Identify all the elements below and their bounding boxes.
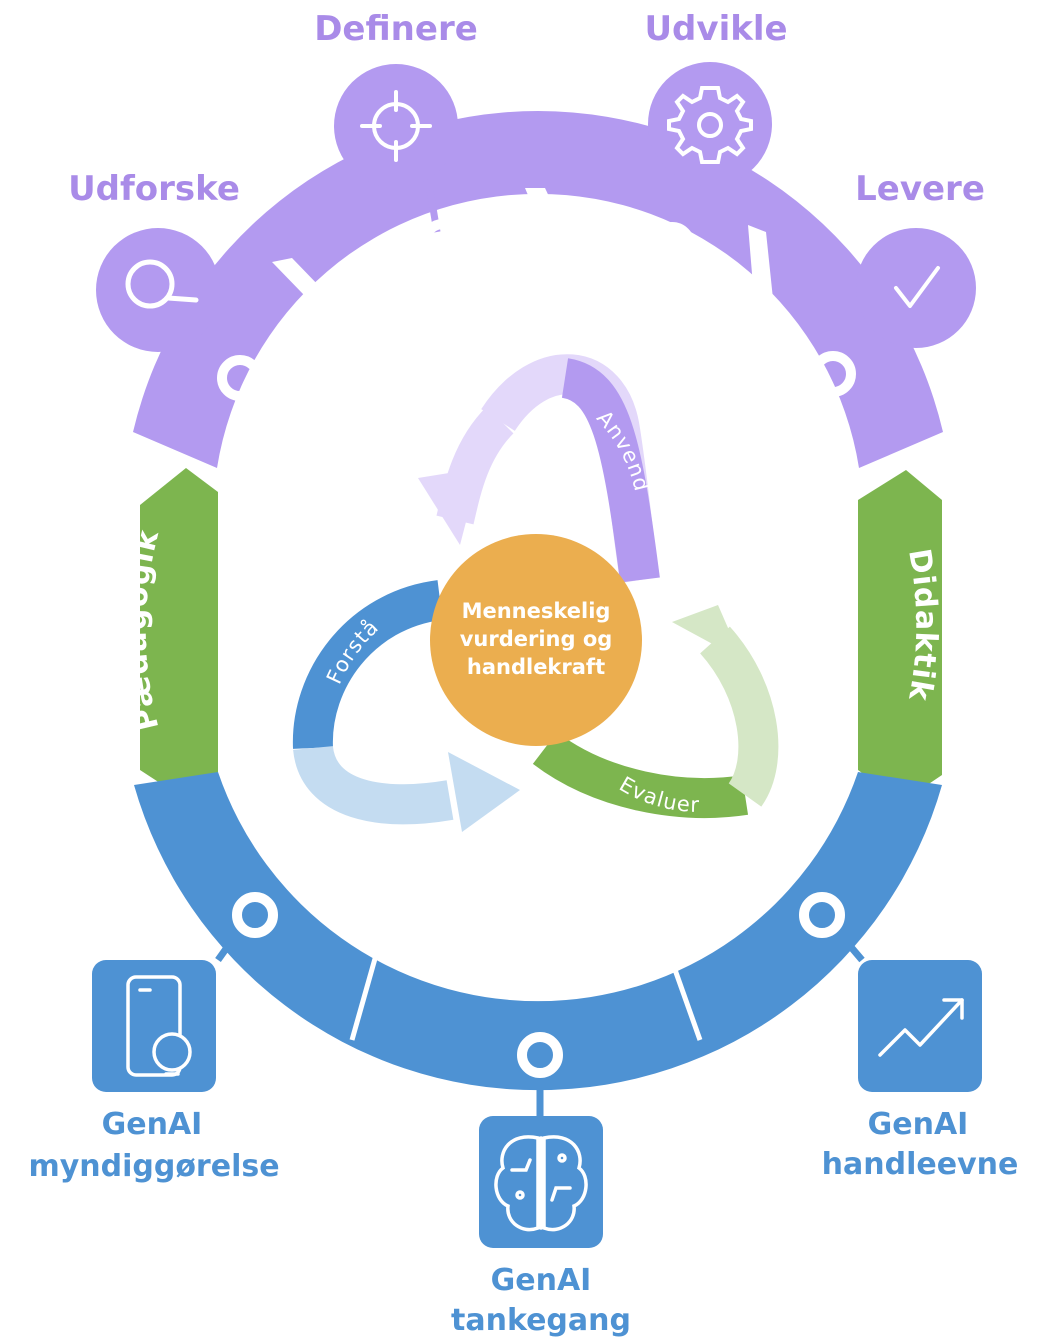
understand-arrow-tail [293, 744, 454, 825]
evaluate-arrow-tail [699, 626, 779, 807]
define-phase [334, 64, 458, 188]
apply-arrow-band [560, 358, 660, 583]
node-explore [202, 332, 263, 401]
agency-label-line1: GenAI [868, 1107, 969, 1142]
node-deliver [810, 335, 871, 397]
target-icon [360, 90, 432, 162]
node-develop [649, 197, 695, 268]
explore-label: Udforske [68, 169, 240, 209]
phase-icons [96, 62, 976, 352]
ring-segment-didactics [858, 470, 942, 802]
trend-up-icon [878, 998, 964, 1057]
ring-segment-pedagogy [140, 468, 218, 800]
evaluate-arrow-tip [672, 605, 742, 660]
define-label: Definere [314, 9, 478, 49]
evaluate-arrow-band [532, 731, 749, 818]
ring-segment-blue [134, 772, 942, 1091]
mindset-label-line2: tankegang [451, 1303, 631, 1338]
agency-label-line2: handleevne [822, 1147, 1019, 1182]
ring-chevrons [272, 188, 775, 328]
center-line1: Menneskelig [462, 599, 611, 623]
ring-segment-purple [133, 111, 943, 468]
node-mindset [517, 1032, 563, 1118]
mindset-label-line1: GenAI [491, 1263, 592, 1298]
competency-icons [92, 960, 982, 1248]
develop-phase [648, 62, 772, 186]
mindset-tile [479, 1116, 603, 1248]
node-agency [799, 892, 865, 963]
competency-labels: GenAI myndiggørelse GenAI tankegang GenA… [28, 1107, 1018, 1338]
empowerment-label-line2: myndiggørelse [28, 1149, 279, 1184]
deliver-label: Levere [855, 169, 985, 209]
inner-cycle [292, 354, 779, 832]
understand-arrow-tip [448, 752, 520, 832]
phase-labels: Udforske Definere Udvikle Levere [68, 9, 985, 209]
ring-dividers [349, 947, 703, 1041]
gear-icon [667, 86, 753, 164]
outer-ring [133, 111, 943, 1091]
develop-label: Udvikle [644, 9, 787, 49]
node-define [420, 189, 466, 265]
empowerment-label-line1: GenAI [102, 1107, 203, 1142]
phone-bulb-icon [126, 975, 192, 1077]
node-empowerment [215, 892, 278, 963]
center-hub: Menneskelig vurdering og handlekraft [430, 534, 642, 746]
ring-nodes [202, 189, 871, 1118]
brain-icon [494, 1135, 588, 1232]
agency-tile [858, 960, 982, 1092]
deliver-phase [856, 228, 976, 348]
understand-arrow-band [292, 580, 444, 749]
magnifier-icon [125, 259, 199, 309]
center-line3: handlekraft [467, 655, 605, 679]
center-line2: vurdering og [460, 627, 613, 651]
explore-phase [96, 228, 220, 352]
checkmark-icon [894, 266, 940, 308]
empowerment-tile [92, 960, 216, 1092]
